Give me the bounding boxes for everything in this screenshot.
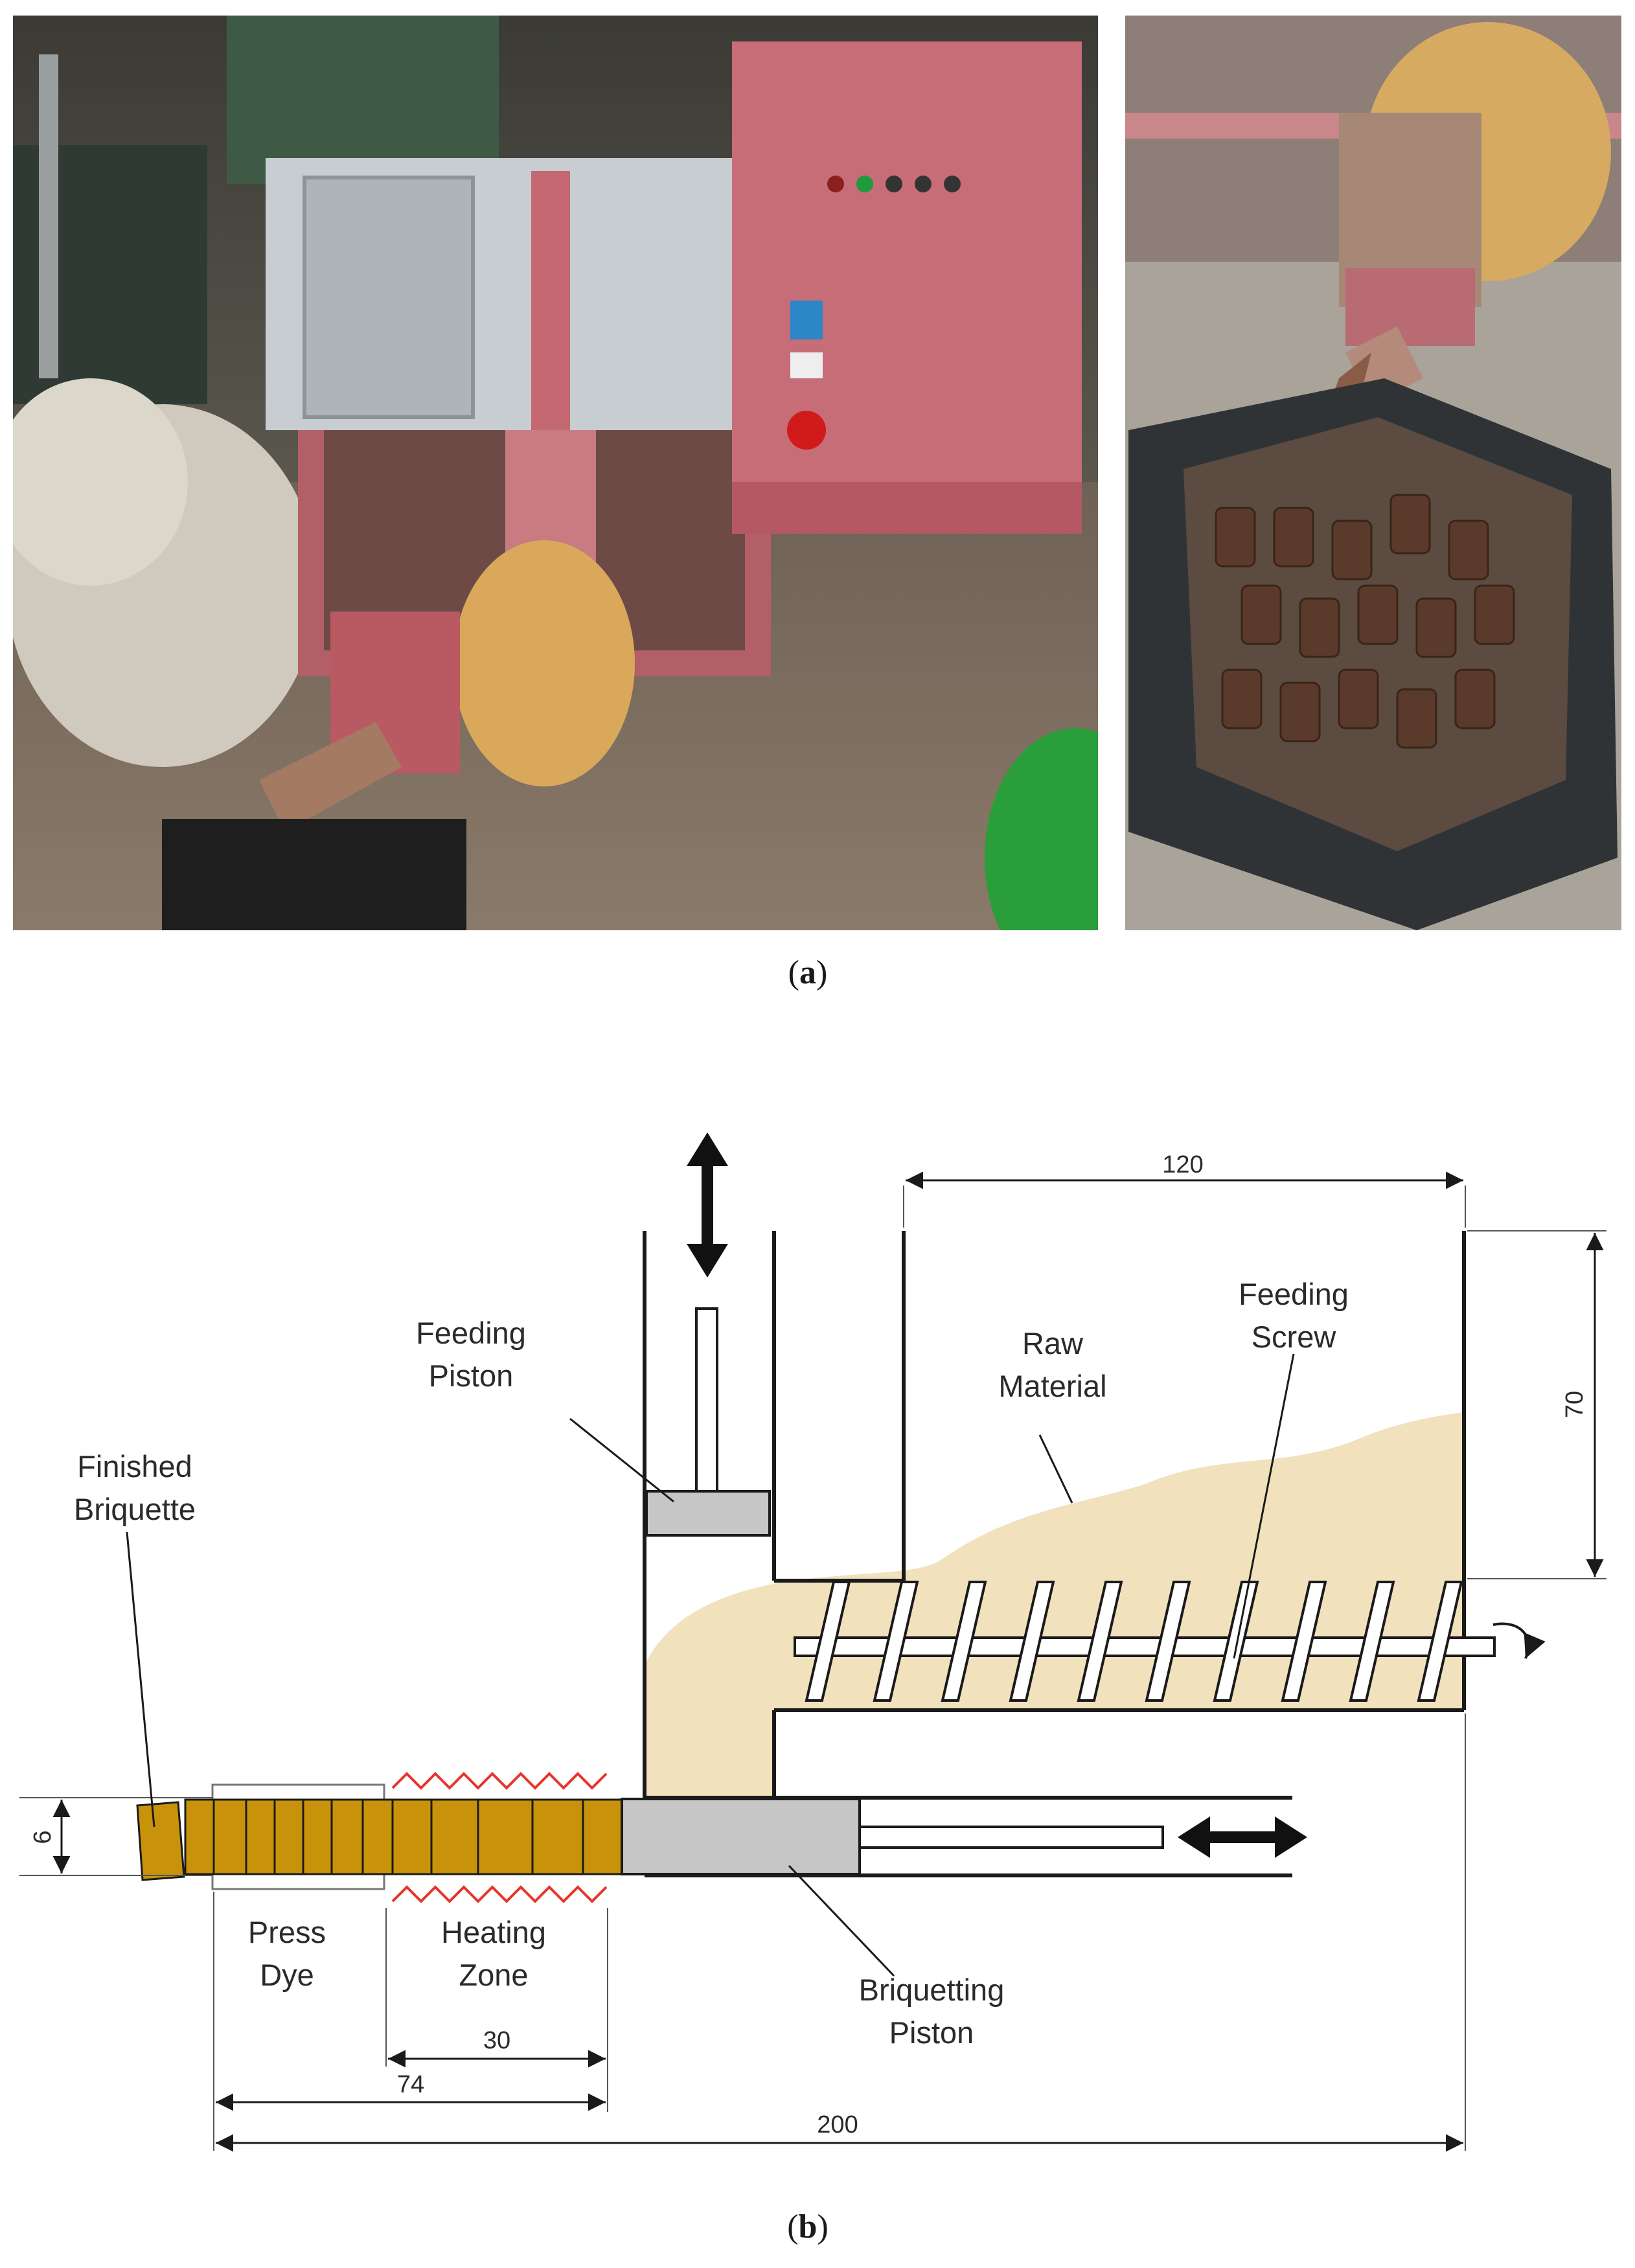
feeding-piston-label-2: Piston bbox=[429, 1358, 514, 1393]
dim-200-label: 200 bbox=[817, 2111, 858, 2138]
briquetting-piston-arrow-icon bbox=[1178, 1816, 1307, 1858]
heating-zone-label-2: Zone bbox=[459, 1958, 528, 1992]
briquette-segment bbox=[245, 1798, 276, 1875]
leader-raw-material bbox=[1038, 1434, 1073, 1504]
machine-photo bbox=[13, 16, 1098, 930]
briquette-segment bbox=[330, 1798, 364, 1875]
finished-briquette bbox=[136, 1801, 185, 1881]
finished-briquette-label-2: Briquette bbox=[74, 1492, 196, 1526]
leader-finished-briquette bbox=[126, 1531, 155, 1827]
briquette-segment bbox=[212, 1798, 247, 1875]
briquette-segment bbox=[531, 1798, 584, 1875]
screw-flight bbox=[1281, 1581, 1327, 1702]
heating-zone-bottom-icon bbox=[391, 1885, 608, 1903]
feeding-screw-label: Feeding bbox=[1239, 1277, 1349, 1311]
screw-flight bbox=[941, 1581, 987, 1702]
dim-74-label: 74 bbox=[397, 2071, 424, 2098]
feeding-piston-column bbox=[643, 1231, 1466, 1798]
screw-flight bbox=[1213, 1581, 1259, 1702]
compressed-briquettes bbox=[184, 1798, 623, 1875]
dim-70-label: 70 bbox=[1561, 1391, 1588, 1418]
briquette-segment bbox=[477, 1798, 534, 1875]
raw-material-fill bbox=[645, 1412, 1464, 1859]
briquette-segment bbox=[582, 1798, 623, 1875]
feeding-piston-label: Feeding bbox=[416, 1316, 526, 1350]
briquette-segment bbox=[361, 1798, 394, 1875]
briquettes-photo bbox=[1125, 16, 1621, 930]
panel-label-b: (b) bbox=[787, 2208, 829, 2245]
raw-material-label-2: Material bbox=[998, 1369, 1106, 1403]
feeding-piston-rod bbox=[695, 1307, 718, 1493]
leader-feeding-piston bbox=[569, 1417, 674, 1503]
feeding-screw-label-2: Screw bbox=[1252, 1320, 1337, 1354]
briquetting-piston-label: Briquetting bbox=[859, 1973, 1005, 2007]
briquette-segment bbox=[302, 1798, 333, 1875]
panel-label-a: (a) bbox=[788, 954, 828, 991]
briquetting-piston-rod bbox=[858, 1826, 1164, 1849]
briquetting-schematic: Feeding Piston Raw Material Feeding Scre… bbox=[0, 1101, 1635, 2203]
briquette-segment bbox=[184, 1798, 215, 1875]
briquette-segment bbox=[430, 1798, 479, 1875]
raw-material-label: Raw bbox=[1022, 1326, 1084, 1360]
rotation-arrow-icon bbox=[1492, 1622, 1546, 1659]
briquette-segment bbox=[273, 1798, 304, 1875]
finished-briquette-label: Finished bbox=[77, 1449, 192, 1483]
dim-120-label: 120 bbox=[1162, 1151, 1203, 1178]
press-dye-label-2: Dye bbox=[260, 1958, 314, 1992]
dim-6-label: 6 bbox=[29, 1830, 56, 1844]
screw-flight bbox=[1145, 1581, 1191, 1702]
screw-flight bbox=[873, 1581, 919, 1702]
leader-feeding-screw bbox=[1233, 1353, 1295, 1659]
press-dye-label: Press bbox=[248, 1915, 326, 1949]
leader-briquetting-piston bbox=[788, 1864, 895, 1977]
screw-flight bbox=[1077, 1581, 1123, 1702]
heating-zone-top-icon bbox=[391, 1772, 608, 1790]
heating-zone-label: Heating bbox=[441, 1915, 546, 1949]
screw-flight bbox=[1349, 1581, 1395, 1702]
feeding-piston-arrow-icon bbox=[687, 1132, 728, 1277]
screw-flight bbox=[805, 1581, 851, 1702]
screw-flight bbox=[1009, 1581, 1055, 1702]
feeding-piston-head bbox=[645, 1490, 771, 1537]
dim-30-label: 30 bbox=[483, 2027, 510, 2054]
screw-flight bbox=[1417, 1581, 1463, 1702]
briquette-segment bbox=[391, 1798, 433, 1875]
briquetting-piston-label-2: Piston bbox=[889, 2015, 974, 2050]
briquetting-piston-head bbox=[621, 1798, 861, 1875]
feeding-screw bbox=[794, 1581, 1496, 1702]
